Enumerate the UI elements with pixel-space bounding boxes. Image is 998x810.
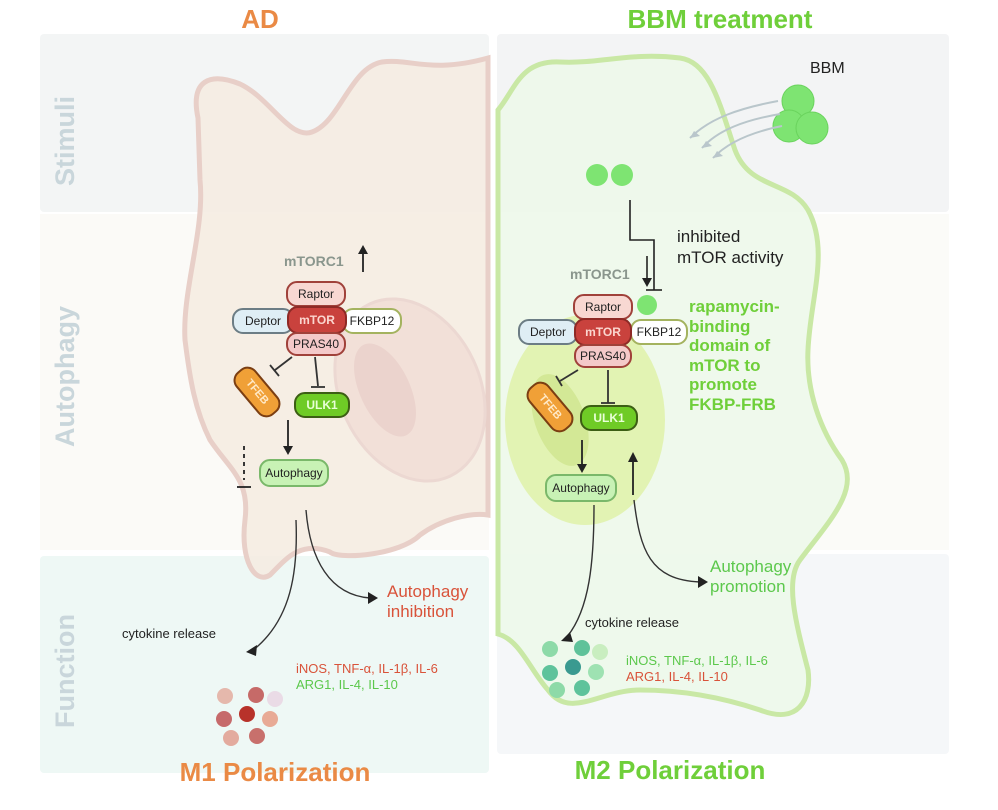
m1-polarization-title: M1 Polarization [179, 757, 371, 787]
cytokine-dot [565, 659, 581, 675]
autophagy-promotion-arrow [633, 499, 701, 583]
left-function-band [40, 556, 489, 773]
mechanism-line: domain of [689, 336, 771, 355]
right-autophagy-node: Autophagy [545, 474, 617, 502]
mechanism-line: rapamycin- [689, 297, 780, 316]
cytokine-dot [574, 680, 590, 696]
cytokine-release-arrow [565, 504, 595, 639]
right-pras40-node: PRAS40 [574, 344, 632, 368]
arrowhead [368, 592, 378, 604]
m2-polarization-title: M2 Polarization [574, 755, 766, 785]
right-deptor-node: Deptor [518, 319, 578, 345]
row-label-function: Function [50, 614, 80, 728]
left-outcome-label: Autophagy inhibition [387, 582, 468, 622]
arrowhead [358, 245, 368, 254]
cytokine-dot [588, 664, 604, 680]
m1-cytokine-cluster [216, 687, 283, 746]
cytokine-dot [267, 691, 283, 707]
arrowhead [698, 576, 708, 588]
inhibited-mtor-text: inhibited mTOR activity [677, 226, 783, 268]
right-mtor-node: mTOR [574, 318, 632, 346]
cytokine-dot [223, 730, 239, 746]
cytokine-dot [216, 711, 232, 727]
left-fkbp12-node: FKBP12 [342, 308, 402, 334]
cytokine-release-arrow [251, 519, 298, 652]
left-m1-markers: iNOS, TNF-α, IL-1β, IL-6 [296, 661, 438, 676]
left-mtorc1-label: mTORC1 [284, 253, 344, 269]
cytokine-dot [249, 728, 265, 744]
bbm-entry-arrow [689, 100, 779, 139]
outcome-line: Autophagy [710, 557, 792, 576]
cytokine-dot [542, 665, 558, 681]
inhibit-line: inhibited [677, 227, 741, 246]
mechanism-text: rapamycin- binding domain of mTOR to pro… [689, 297, 780, 414]
arrowhead [628, 452, 638, 462]
arrowhead [713, 151, 723, 158]
arrowhead [642, 278, 652, 287]
inhibition-bar [269, 364, 280, 377]
outcome-line: Autophagy [387, 582, 469, 601]
inhibit-tfeb-line [559, 369, 579, 382]
arrowhead [246, 645, 257, 656]
inhibit-ulk1-line [314, 356, 319, 387]
bbm-label: BBM [810, 60, 845, 77]
right-m1-markers: iNOS, TNF-α, IL-1β, IL-6 [626, 653, 768, 668]
left-pras40-node: PRAS40 [286, 332, 346, 356]
right-raptor-node: Raptor [573, 294, 633, 320]
arrowhead [577, 464, 587, 473]
outcome-line: promotion [710, 577, 786, 596]
bbm-internal-particle [611, 164, 633, 186]
arrowhead [702, 141, 712, 148]
row-label-autophagy: Autophagy [50, 306, 80, 447]
left-m2-markers: ARG1, IL-4, IL-10 [296, 677, 398, 692]
inhibit-line: mTOR activity [677, 248, 784, 267]
right-outcome-label: Autophagy promotion [710, 557, 791, 597]
inhibit-tfeb-line [274, 356, 293, 371]
outcome-line: inhibition [387, 602, 455, 621]
left-nucleus-inner [354, 343, 416, 437]
right-m2-markers: ARG1, IL-4, IL-10 [626, 669, 728, 684]
right-cytokine-release-label: cytokine release [585, 615, 679, 630]
cytokine-dot [262, 711, 278, 727]
left-autophagy-node: Autophagy [259, 459, 329, 487]
mechanism-line: mTOR to [689, 355, 761, 375]
arrowhead [561, 632, 573, 642]
right-fkbp12-node: FKBP12 [630, 319, 688, 345]
cytokine-dot [217, 688, 233, 704]
left-deptor-node: Deptor [232, 308, 294, 334]
left-panel-title: AD [241, 4, 279, 34]
cytokine-dot [542, 641, 558, 657]
row-label-stimuli: Stimuli [50, 95, 80, 186]
right-mtorc1-label: mTORC1 [570, 266, 630, 282]
mechanism-line: promote [689, 375, 757, 394]
arrowhead [690, 131, 700, 138]
cytokine-dot [592, 644, 608, 660]
right-panel-title: BBM treatment [627, 4, 813, 34]
right-cell-membrane [495, 53, 850, 717]
cytokine-dot [574, 640, 590, 656]
cytokine-dot [239, 706, 255, 722]
right-ulk1-node: ULK1 [580, 405, 638, 431]
autophagy-inhibition-arrow [305, 509, 371, 599]
m2-cytokine-cluster [542, 640, 608, 698]
bbm-particle [795, 111, 829, 145]
mechanism-line: binding [689, 316, 751, 336]
cytokine-dot [248, 687, 264, 703]
bbm-internal-particle [586, 164, 608, 186]
left-mtor-node: mTOR [287, 306, 347, 334]
arrowhead [283, 446, 293, 455]
mechanism-line: FKBP-FRB [689, 394, 776, 414]
cytokine-dot [549, 682, 565, 698]
inhibition-bar [555, 375, 563, 387]
left-raptor-node: Raptor [286, 281, 346, 307]
bbm-inhibition-line [629, 200, 655, 290]
left-cytokine-release-label: cytokine release [122, 626, 216, 641]
rapamycin-binding-dot [637, 295, 657, 315]
left-ulk1-node: ULK1 [294, 392, 350, 418]
